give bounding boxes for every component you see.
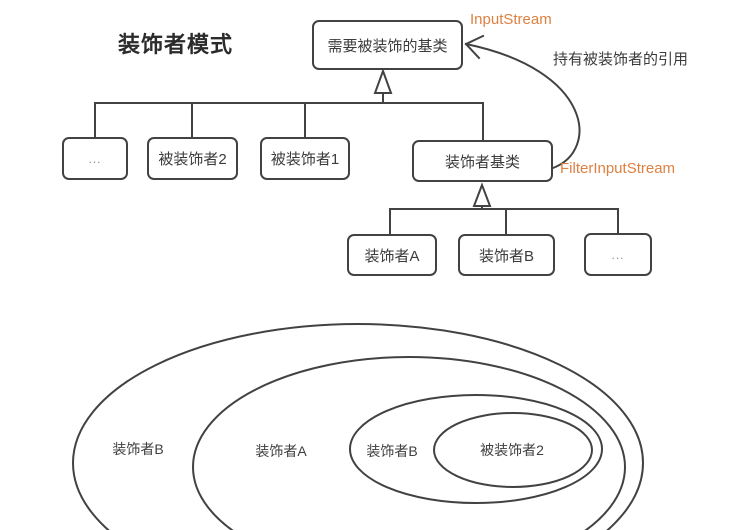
decorator-ellipsis-box: ... — [584, 233, 652, 276]
association-curve — [464, 42, 581, 170]
inheritance-bus-bottom — [389, 205, 619, 235]
decorated-ellipsis-label: ... — [88, 151, 102, 166]
onion-ring-4 — [433, 412, 593, 488]
decorator-base-label: 装饰者基类 — [444, 153, 520, 171]
onion-ring-2-label: 装饰者A — [255, 443, 307, 459]
holds-reference-annotation: 持有被装饰者的引用 — [553, 51, 689, 68]
onion-ring-1-label: 装饰者B — [112, 441, 164, 457]
onion-ring-3 — [349, 394, 603, 504]
decorated-1-label: 被装饰者1 — [270, 151, 340, 168]
decorator-a-label: 装饰者A — [364, 247, 420, 265]
generalization-triangle-bottom-icon — [472, 182, 492, 207]
inputstream-annotation: InputStream — [470, 11, 552, 28]
decorator-a-box: 装饰者A — [347, 234, 437, 276]
decorator-base-box: 装饰者基类 — [412, 140, 553, 182]
decorator-b-label: 装饰者B — [478, 247, 534, 265]
decorator-b-box: 装饰者B — [458, 234, 555, 276]
onion-ring-3-label: 装饰者B — [366, 443, 418, 459]
onion-ring-4-label: 被装饰者2 — [480, 442, 544, 458]
decorated-2-box: 被装饰者2 — [147, 137, 238, 180]
decorated-1-box: 被装饰者1 — [260, 137, 350, 180]
generalization-triangle-top-icon — [373, 68, 393, 94]
inheritance-bus-top — [94, 102, 484, 141]
decorator-ellipsis-label: ... — [611, 247, 625, 262]
base-class-box: 需要被装饰的基类 — [312, 20, 463, 70]
decorated-2-label: 被装饰者2 — [158, 151, 227, 168]
base-class-label: 需要被装饰的基类 — [327, 37, 448, 55]
association-arrowhead-icon — [464, 34, 485, 60]
onion-ring-1 — [72, 323, 644, 530]
page-title: 装饰者模式 — [118, 32, 234, 57]
decorated-ellipsis-box: ... — [62, 137, 128, 180]
filterinputstream-annotation: FilterInputStream — [560, 160, 676, 177]
onion-ring-2 — [192, 356, 626, 530]
